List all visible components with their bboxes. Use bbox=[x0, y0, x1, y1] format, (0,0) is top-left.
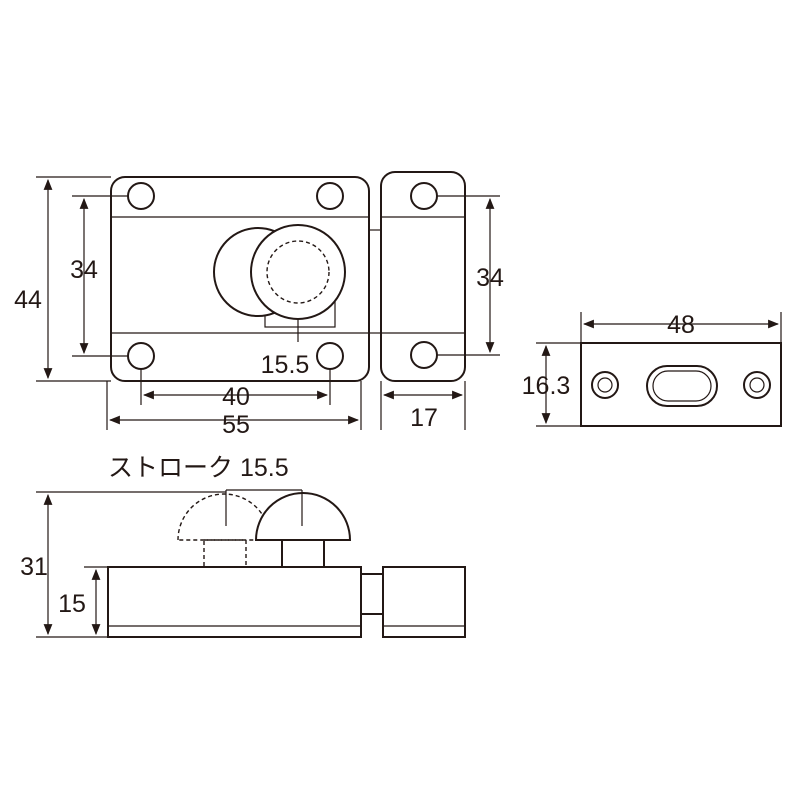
dim-48: 48 bbox=[667, 311, 695, 339]
strike-hole-top bbox=[410, 182, 438, 210]
dimension-lines-side bbox=[36, 491, 226, 638]
side-view bbox=[107, 489, 466, 638]
dim-31: 31 bbox=[20, 553, 48, 581]
screw-hole-top-right bbox=[316, 182, 344, 210]
screw-hole-top-left bbox=[127, 182, 155, 210]
dim-44: 44 bbox=[14, 286, 42, 314]
dim-55: 55 bbox=[222, 411, 250, 439]
plate-slot bbox=[646, 365, 718, 407]
dim-15: 15 bbox=[58, 590, 86, 618]
strike-plate bbox=[580, 342, 782, 427]
dim-17: 17 bbox=[410, 404, 438, 432]
dimension-lines-plate bbox=[536, 312, 782, 427]
strike-front bbox=[380, 171, 466, 382]
dimension-lines-front bbox=[36, 176, 500, 430]
dim-15-5-bolt: 15.5 bbox=[261, 351, 310, 379]
knob-extended-side bbox=[254, 492, 352, 541]
bolt-connector bbox=[369, 229, 381, 334]
screw-hole-bottom-left bbox=[127, 342, 155, 370]
screw-hole-bottom-right bbox=[316, 342, 344, 370]
latch-body-front bbox=[110, 176, 370, 382]
plate-hole-right bbox=[743, 371, 771, 399]
dim-16-3: 16.3 bbox=[522, 372, 571, 400]
knob-extended bbox=[250, 224, 346, 320]
plate-hole-left bbox=[591, 371, 619, 399]
stroke-label: ストローク 15.5 bbox=[108, 454, 289, 482]
strike-hole-bottom bbox=[410, 341, 438, 369]
dim-34-left: 34 bbox=[70, 256, 98, 284]
dim-34-right: 34 bbox=[476, 264, 504, 292]
dim-40: 40 bbox=[222, 383, 250, 411]
